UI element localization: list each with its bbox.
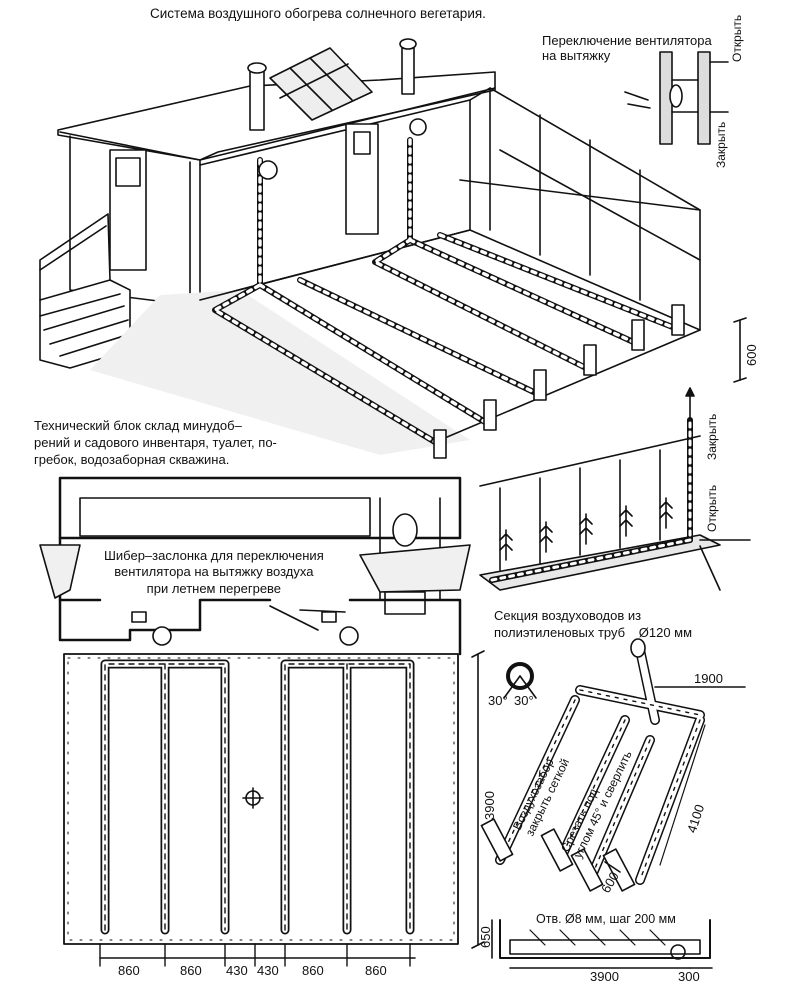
pipe-diameter: Ø120 мм xyxy=(638,624,693,640)
perspective-view xyxy=(39,38,747,459)
tech-block-caption: Технический блок склад минудоб– рений и … xyxy=(34,418,277,469)
plan-dim-6: 860 xyxy=(365,963,387,978)
plan-height-label: 3900 xyxy=(482,791,497,820)
section-width-label: 1900 xyxy=(694,671,723,686)
fan-switch-title-line2: на вытяжку xyxy=(542,47,611,63)
plan-dim-5: 860 xyxy=(302,963,324,978)
section-close-label: Закрыть xyxy=(705,413,719,460)
detail-end-label: 300 xyxy=(678,969,700,984)
angle-left-label: 30° xyxy=(488,693,508,708)
tech-block-line1: Технический блок склад минудоб– xyxy=(34,418,242,433)
plan-dim-2: 860 xyxy=(180,963,202,978)
drawing-title: Система воздушного обогрева солнечного в… xyxy=(150,6,486,21)
fan-switch-close-label: Закрыть xyxy=(714,121,728,168)
plan-dim-3: 430 xyxy=(226,963,248,978)
fan-switch-detail xyxy=(624,51,729,145)
fan-switch-title-line1: Переключение вентилятора xyxy=(542,33,712,48)
detail-length-label: 3900 xyxy=(590,969,619,984)
damper-line3: при летнем перегреве xyxy=(146,580,282,596)
pipes-line2: полиэтиленовых труб Ø120 мм xyxy=(494,625,692,642)
section-view xyxy=(479,387,751,591)
damper-caption: Шибер–заслонка для переключения вентилят… xyxy=(104,548,324,597)
tech-block-line3: гребок, водозаборная скважина. xyxy=(34,451,230,467)
angle-right-label: 30° xyxy=(514,693,534,708)
fan-switch-title: Переключение вентилятора на вытяжку xyxy=(542,33,712,64)
pipes-line1: Секция воздуховодов из xyxy=(494,608,642,623)
hole-spec-label: Отв. Ø8 мм, шаг 200 мм xyxy=(536,912,676,927)
stairs xyxy=(39,213,131,369)
plan-dim-4: 430 xyxy=(257,963,279,978)
plan-view xyxy=(39,476,493,967)
pipes-line2-text: полиэтиленовых труб xyxy=(494,624,626,640)
pipes-caption: Секция воздуховодов из полиэтиленовых тр… xyxy=(494,608,692,642)
tech-block-line2: рений и садового инвентаря, туалет, по- xyxy=(34,434,277,450)
height-dimension-label: 600 xyxy=(744,344,759,366)
damper-line1: Шибер–заслонка для переключения xyxy=(104,548,324,563)
fan-switch-open-label: Открыть xyxy=(730,14,744,62)
hole-detail xyxy=(499,919,713,969)
section-open-label: Открыть xyxy=(705,484,719,532)
plan-bottom-left-label: 650 xyxy=(478,926,493,948)
plan-dim-1: 860 xyxy=(118,963,140,978)
plants xyxy=(499,497,673,561)
pipe-section-detail xyxy=(480,638,746,892)
damper-line2: вентилятора на вытяжку воздуха xyxy=(114,564,314,580)
